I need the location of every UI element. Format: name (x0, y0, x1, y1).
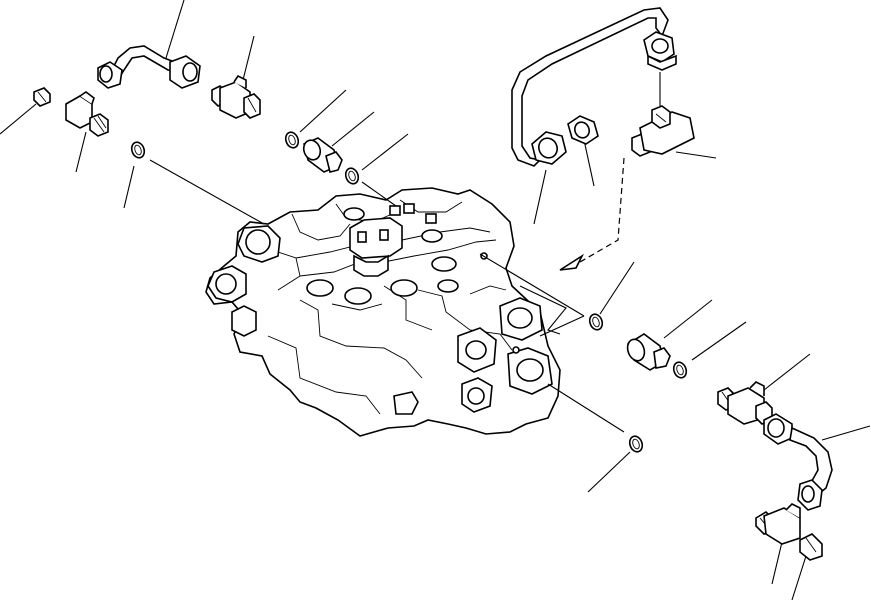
upper-adapter (302, 137, 343, 173)
upper-left-o-ring (130, 141, 146, 159)
right-adapter (626, 333, 671, 371)
right-o-ring-b (672, 361, 688, 379)
right-lower-o-ring (628, 435, 644, 453)
upper-left-plug (33, 87, 51, 107)
lower-right-elbow-fitting (755, 503, 801, 545)
upper-left-bent-tube (97, 45, 201, 89)
upper-right-union (531, 115, 599, 165)
right-o-ring-a (588, 313, 604, 331)
upper-right-nut (643, 31, 677, 71)
upper-right-tee-fitting (631, 72, 695, 157)
upper-left-elbow-fitting (65, 91, 109, 137)
upper-right-long-tube (511, 7, 669, 167)
lower-right-tee-fitting (717, 381, 773, 425)
upper-o-ring-b (344, 167, 360, 185)
main-valve-body (205, 187, 561, 437)
upper-left-tee-fitting (211, 74, 261, 119)
lower-right-bent-tube (763, 413, 833, 511)
upper-o-ring-a (284, 131, 300, 149)
lower-right-plug (799, 533, 823, 561)
